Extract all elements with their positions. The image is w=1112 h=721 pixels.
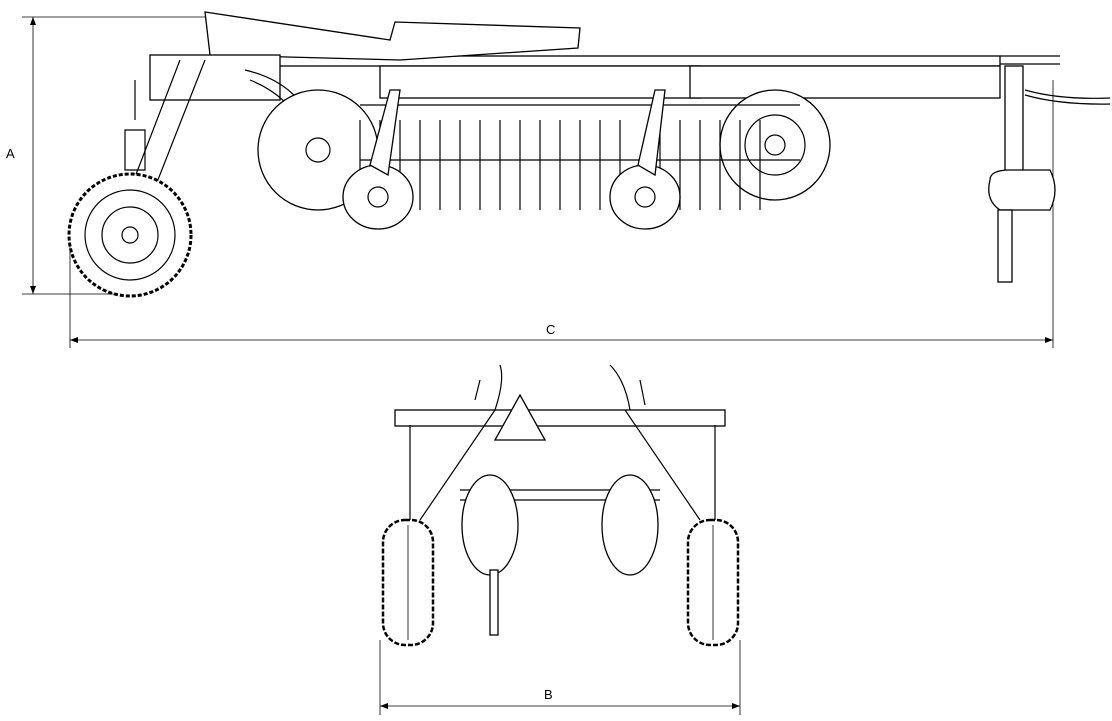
transport-wheel [67,172,193,298]
dimension-b-line [379,640,741,715]
left-wheel [381,518,435,647]
depth-wheel [342,89,414,230]
dimension-c-line [69,80,1054,348]
depth-wheel [609,89,681,230]
rear-view [381,364,740,647]
dimension-a-line [22,16,215,295]
dimension-a-label: A [6,146,15,161]
right-wheel [686,518,740,647]
dimension-c-label: C [546,322,556,337]
hitch-stand [988,65,1111,283]
side-view [67,11,1111,298]
dimension-b-label: B [544,687,553,702]
tine-row [359,104,800,210]
